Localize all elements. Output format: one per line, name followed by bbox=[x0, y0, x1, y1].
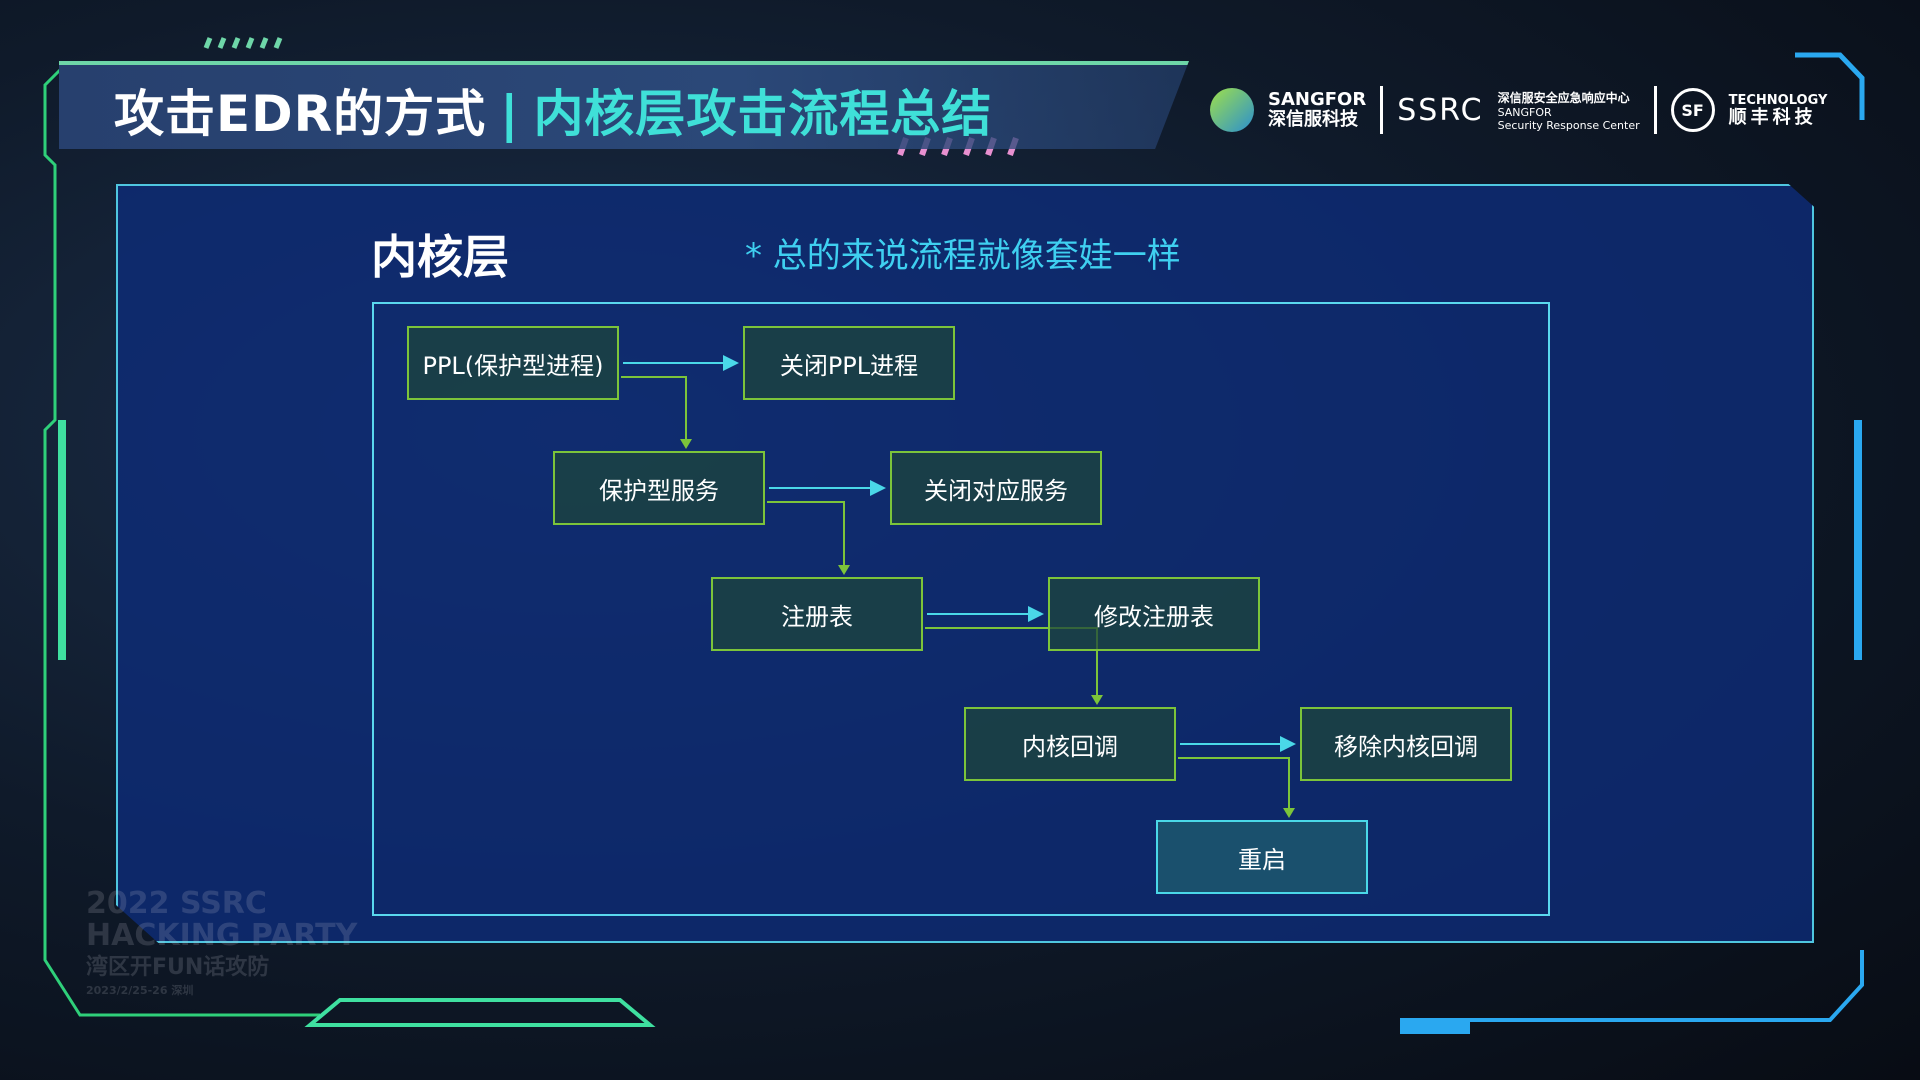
ssrc-logo: SSRC bbox=[1397, 92, 1484, 128]
green-elbow-arrow bbox=[621, 376, 687, 447]
flow-node-ppl: PPL(保护型进程) bbox=[407, 326, 619, 400]
flowchart-container bbox=[372, 302, 1550, 916]
flow-node-modify-registry: 修改注册表 bbox=[1048, 577, 1260, 651]
sangfor-cn: 深信服科技 bbox=[1268, 109, 1358, 130]
flow-node-close-service: 关闭对应服务 bbox=[890, 451, 1102, 525]
arrow-head-icon bbox=[680, 439, 692, 449]
sf-cn: 顺丰科技 bbox=[1728, 106, 1817, 128]
flow-node-remove-callback: 移除内核回调 bbox=[1300, 707, 1512, 781]
flow-node-reboot: 重启 bbox=[1156, 820, 1368, 894]
title-bar bbox=[59, 61, 1189, 149]
divider bbox=[1653, 86, 1657, 134]
ssrc-en1: SANGFOR bbox=[1497, 105, 1552, 119]
title-sub: 内核层攻击流程总结 bbox=[533, 85, 993, 143]
section-heading: 内核层 bbox=[371, 230, 509, 284]
arrow-head-icon bbox=[838, 565, 850, 575]
arrow-head-icon bbox=[1091, 695, 1103, 705]
flow-node-close-ppl: 关闭PPL进程 bbox=[743, 326, 955, 400]
wm-line3: 湾区开FUN话攻防 bbox=[86, 955, 270, 980]
wm-line1: 2022 SSRC bbox=[86, 886, 267, 921]
title-separator: | bbox=[500, 85, 520, 143]
arrow-head-icon bbox=[1283, 808, 1295, 818]
flow-node-kernel-callback: 内核回调 bbox=[964, 707, 1176, 781]
page-title: 攻击EDR的方式|内核层攻击流程总结 bbox=[114, 74, 992, 146]
ssrc-en2: Security Response Center bbox=[1497, 118, 1640, 132]
sangfor-globe-icon bbox=[1210, 88, 1254, 132]
sangfor-en: SANGFOR bbox=[1268, 89, 1367, 110]
divider bbox=[1380, 86, 1384, 134]
note-text: * 总的来说流程就像套娃一样 bbox=[745, 236, 1181, 276]
title-main: 攻击EDR的方式 bbox=[114, 85, 487, 143]
flow-node-protected-service: 保护型服务 bbox=[553, 451, 765, 525]
green-elbow-arrow bbox=[1178, 757, 1290, 816]
wm-line2: HACKING PARTY bbox=[86, 918, 358, 953]
sf-en: TECHNOLOGY bbox=[1728, 92, 1828, 108]
flow-node-registry: 注册表 bbox=[711, 577, 923, 651]
sf-logo-icon: SF bbox=[1670, 88, 1715, 132]
green-elbow-arrow bbox=[767, 501, 845, 573]
ssrc-cn: 深信服安全应急响应中心 bbox=[1497, 90, 1630, 105]
content-panel bbox=[116, 184, 1814, 943]
wm-date: 2023/2/25-26 深圳 bbox=[86, 984, 194, 997]
